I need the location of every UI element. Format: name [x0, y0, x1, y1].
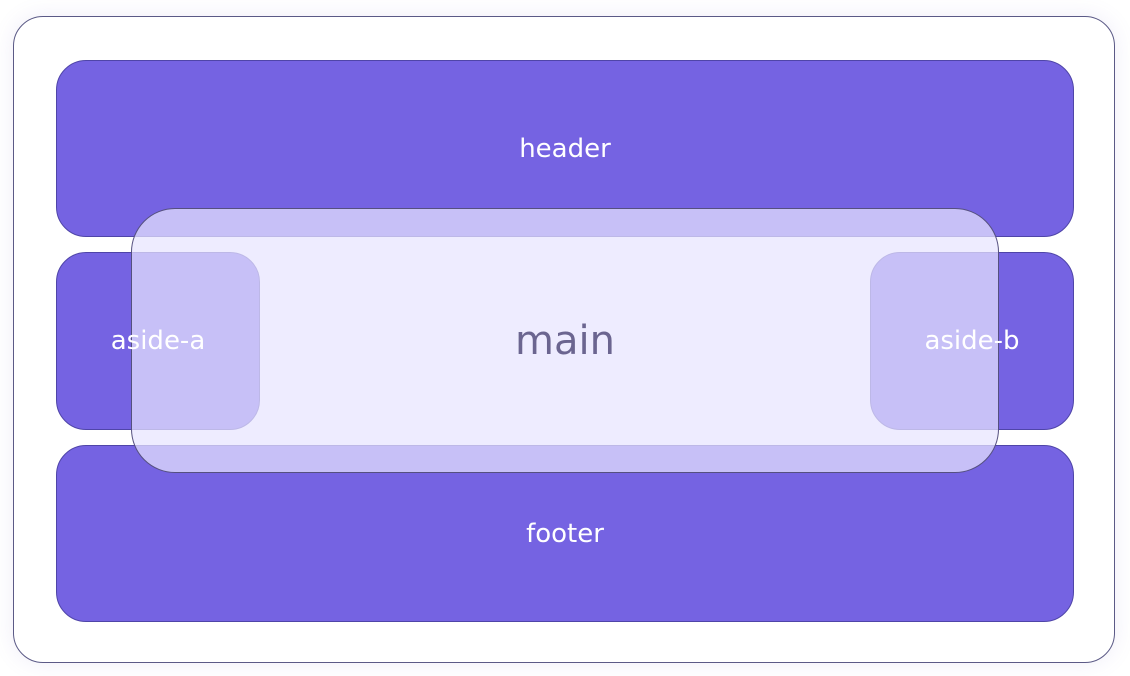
header-area: header [56, 60, 1074, 237]
footer-area: footer [56, 445, 1074, 622]
main-label: main [515, 317, 615, 364]
main-area: main [131, 208, 999, 473]
aside-a-label: aside-a [110, 326, 206, 356]
aside-b-label: aside-b [924, 326, 1020, 356]
header-label: header [519, 133, 611, 164]
footer-label: footer [526, 518, 604, 549]
